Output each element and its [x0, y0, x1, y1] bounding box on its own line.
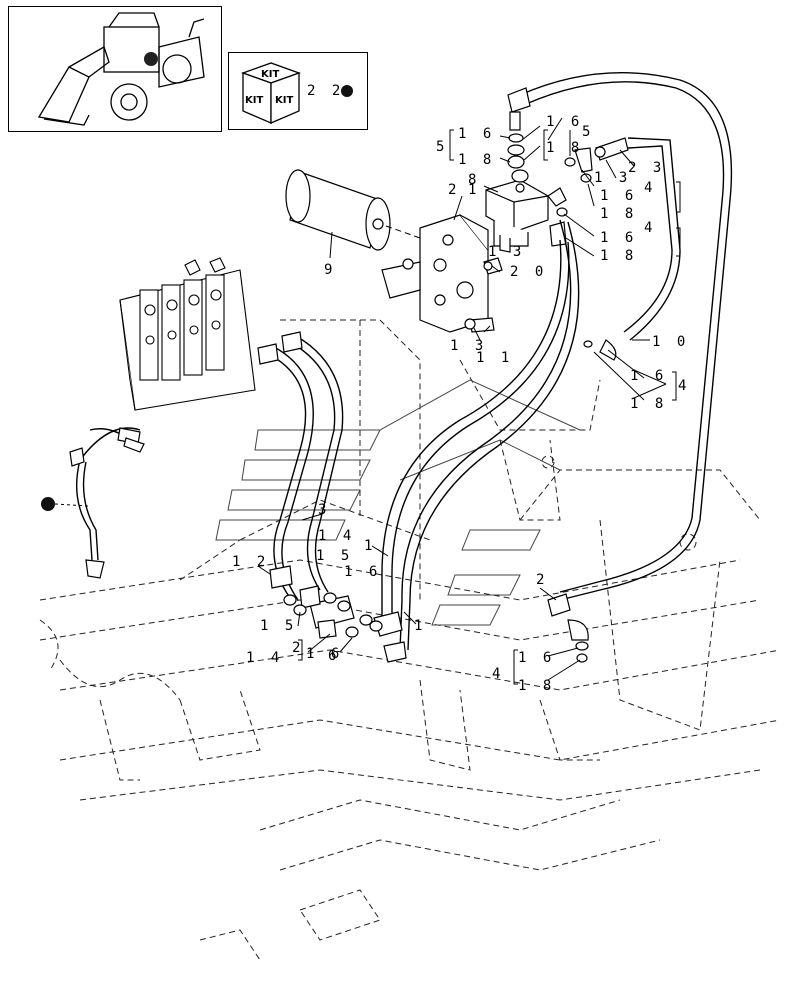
callout-18-bottom: 1 8: [518, 678, 555, 694]
callout-10: 1 0: [652, 334, 689, 350]
kit-cube-icon: [241, 62, 301, 124]
callout-1-lower: 1: [414, 618, 426, 634]
hose-main-loop: [507, 72, 733, 663]
callout-12: 1 2: [232, 554, 269, 570]
callout-2-lower: 2: [536, 572, 548, 588]
callout-11: 1 1: [476, 350, 513, 366]
callout-20: 2 0: [510, 264, 547, 280]
callout-16-center: 1 6: [344, 564, 381, 580]
lower-manifold: [269, 565, 383, 639]
callout-4-right-a: 4: [644, 180, 656, 196]
callout-1-center: 1: [364, 538, 376, 554]
callout-16-top-mid: 1 6: [546, 114, 583, 130]
kit-reference-frame: KIT KIT KIT 2 2: [228, 52, 368, 130]
harness-bullet-icon: [41, 497, 55, 511]
callout-6: 6: [328, 648, 340, 664]
callout-18-top-mid: 1 8: [546, 140, 583, 156]
accumulator-cylinder: [285, 169, 421, 251]
callout-2-plate: 2: [448, 182, 460, 198]
callout-18-top-left: 1 8: [458, 152, 495, 168]
arrow-emblem-lines: [215, 379, 581, 626]
callout-13-upper: 1 3: [594, 170, 631, 186]
backhoe-loader-illustration: [37, 12, 205, 126]
callout-8: 8: [468, 172, 480, 188]
callout-18-mid-right: 1 8: [630, 396, 667, 412]
kit-top-label: KIT: [261, 69, 279, 80]
callout-4-mid-right: 4: [678, 378, 690, 394]
callout-16-bottom: 1 6: [518, 650, 555, 666]
callout-16-top-left: 1 6: [458, 126, 495, 142]
callout-labels: 5 1 6 1 8 1 6 1 8 5 2 3 1 3 1 6 4 1 8 1 …: [232, 114, 690, 694]
kit-ref-number: 2 2: [307, 83, 344, 99]
machine-thumbnail-frame: [8, 6, 222, 132]
mounting-plate: [381, 214, 489, 333]
callout-16-right-b: 1 6: [600, 230, 637, 246]
callout-5-right: 5: [582, 124, 594, 140]
callout-16-right-a: 1 6: [600, 188, 637, 204]
upper-fittings: [464, 133, 629, 333]
callout-23: 2 3: [628, 160, 665, 176]
callout-5-left: 5: [436, 139, 448, 155]
callout-2-bottom: 2: [292, 640, 304, 656]
highlight-dot-icon: [144, 52, 158, 66]
kit-bullet-icon: [341, 85, 353, 97]
valve-block: [485, 179, 549, 253]
callout-15-center: 1 5: [316, 548, 353, 564]
hose-s-pair: [373, 219, 580, 663]
callout-4-right-b: 4: [644, 220, 656, 236]
callout-14-center: 1 4: [318, 528, 355, 544]
callout-18-right-a: 1 8: [600, 206, 637, 222]
electrical-harness: [41, 427, 145, 579]
callout-4-bottom: 4: [492, 666, 504, 682]
callout-3: 3: [318, 502, 330, 518]
chassis-dashed-outline: [39, 319, 781, 961]
control-valve-bank: [119, 257, 256, 411]
hose-left-pair: [257, 331, 344, 601]
callout-16-mid-right: 1 6: [630, 368, 667, 384]
callout-9: 9: [324, 262, 336, 278]
callout-13-middle: 1 3: [488, 244, 525, 260]
callout-15-lower: 1 5: [260, 618, 297, 634]
kit-right-label: KIT: [275, 95, 293, 106]
callout-1-plate: 1: [468, 182, 480, 198]
callout-13-lower: 1 3: [450, 338, 487, 354]
callout-14-lower: 1 4: [246, 650, 283, 666]
kit-left-label: KIT: [245, 95, 263, 106]
callout-16-lower: 1 6: [306, 646, 343, 662]
leader-lines: [257, 117, 681, 685]
callout-18-right-b: 1 8: [600, 248, 637, 264]
